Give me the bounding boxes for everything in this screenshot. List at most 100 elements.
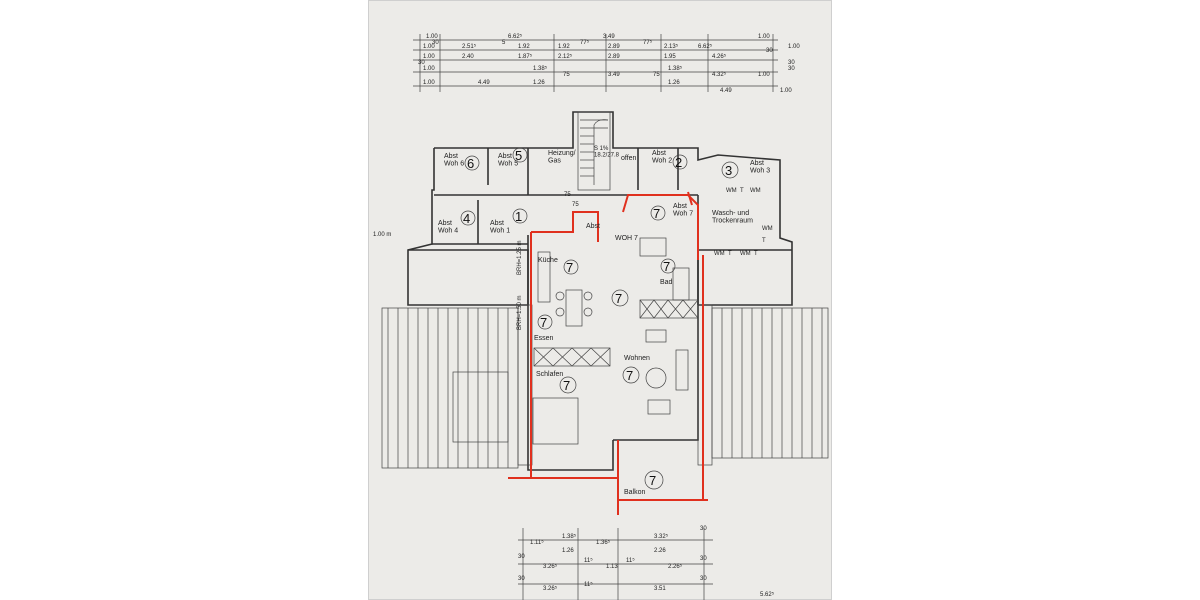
- room-label-balkon: Balkon: [624, 489, 646, 496]
- dim-text: 77⁵: [580, 39, 590, 46]
- unit-marker-essen: 7: [537, 314, 553, 330]
- svg-text:7: 7: [540, 315, 547, 330]
- dim-text: 1.00: [780, 88, 792, 94]
- svg-text:5: 5: [515, 148, 522, 163]
- dim-text: 1.00: [426, 34, 438, 40]
- svg-text:7: 7: [566, 260, 573, 275]
- dim-text: 30: [766, 48, 773, 54]
- svg-text:7: 7: [653, 206, 660, 221]
- dim-text: 1.87⁵: [518, 53, 533, 60]
- unit-marker-woh6: 6: [464, 155, 480, 171]
- svg-text:7: 7: [626, 368, 633, 383]
- small-dim: BRH=1.50 m: [517, 295, 523, 330]
- furniture: [532, 237, 699, 445]
- dim-text: 1.00: [423, 54, 435, 60]
- dim-text: 1.92: [518, 44, 530, 50]
- room-label-heizung: Heizung/Gas: [548, 150, 576, 165]
- dim-text: 1.00: [423, 44, 435, 50]
- dim-text: 75: [653, 72, 660, 78]
- unit-marker-woh5: 5: [512, 147, 528, 163]
- unit-marker-woh2: 2: [672, 154, 688, 170]
- dim-text: 3.26⁵: [543, 585, 558, 592]
- dim-text: 1.00: [423, 66, 435, 72]
- dim-text: 30: [700, 526, 707, 532]
- dim-row-4: 1.00 1.38⁵ 75 3.49 75 1.38⁵ 4.32⁵ 1.00 3…: [423, 65, 795, 78]
- room-label-wohnen: Wohnen: [624, 355, 650, 362]
- dim-text: 75: [563, 72, 570, 78]
- unit-marker-bad: 7: [660, 258, 676, 274]
- unit-marker-schlafen: 7: [559, 376, 577, 394]
- dim-text: 1.38⁵: [562, 533, 577, 540]
- dim-text: 30: [788, 66, 795, 72]
- dim-text: 4.49: [720, 88, 732, 94]
- dim-bottom-row-1: 1.11⁵ 1.38⁵ 1.36⁵ 3.32⁵ 30: [530, 526, 707, 546]
- wm-label: T: [740, 188, 744, 194]
- svg-text:3: 3: [725, 163, 732, 178]
- dim-text: 1.92: [558, 44, 570, 50]
- dim-text: 4.32⁵: [712, 71, 727, 78]
- dim-text: 2.13⁵: [664, 43, 679, 50]
- small-dim: 75: [572, 202, 579, 208]
- unit-marker-abst7: 7: [650, 205, 666, 221]
- dim-text: 11⁵: [584, 581, 593, 588]
- svg-text:7: 7: [615, 291, 622, 306]
- dim-text: 30: [518, 554, 525, 560]
- wm-label: T: [754, 251, 758, 257]
- svg-text:7: 7: [563, 378, 570, 393]
- dim-text: 30: [700, 556, 707, 562]
- dim-text: 4.26⁵: [712, 53, 727, 60]
- dim-text: 2.26⁵: [668, 563, 683, 570]
- wm-label: WM: [726, 188, 737, 194]
- dim-row-1: 1.00 6.62⁵ 3.49 1.00: [426, 33, 770, 40]
- dim-text: 3.49: [603, 34, 615, 40]
- unit-marker-woh3: 3: [721, 161, 739, 179]
- small-dim: 1.00 m: [373, 232, 391, 238]
- dim-text: 2.12⁵: [558, 53, 573, 60]
- dim-text: 1.00: [758, 34, 770, 40]
- dim-text: 1.00: [758, 72, 770, 78]
- dim-bottom-row-2: 1.26 2.26: [562, 548, 666, 554]
- dim-text: 2.89: [608, 44, 620, 50]
- dim-text: 5: [502, 40, 506, 46]
- dim-text: 1.26: [533, 80, 545, 86]
- dimension-lines-bottom: [518, 528, 713, 600]
- dim-text: 4.49: [478, 80, 490, 86]
- terrace-right: [711, 307, 829, 459]
- staircase: [577, 111, 611, 191]
- dim-text: 1.00: [423, 80, 435, 86]
- dim-text: 30: [788, 60, 795, 66]
- dim-text: 77⁵: [643, 39, 653, 46]
- dim-text: 1.00: [788, 44, 800, 50]
- floor-plan: 1.00 6.62⁵ 3.49 1.00 1.00 30 2.51⁵ 5 1.9…: [373, 33, 829, 600]
- svg-text:4: 4: [463, 211, 470, 226]
- dim-bottom-row-3: 30 3.26⁵ 11⁵ 1.13 11⁵ 2.26⁵ 30: [518, 554, 707, 570]
- room-label-bad: Bad: [660, 279, 673, 286]
- room-label-schlafen: Schlafen: [536, 371, 563, 378]
- svg-text:7: 7: [649, 473, 656, 488]
- wm-label: WM: [740, 251, 751, 257]
- dim-row-5: 1.00 4.49 1.26 1.26 4.49 1.00: [423, 80, 792, 94]
- dim-text: 2.26: [654, 548, 666, 554]
- unit-marker-balkon: 7: [644, 470, 664, 490]
- unit-markers: 6 5 2 3 4 1 7 7 7 7 7 7 7 7: [460, 147, 739, 490]
- dim-text: 1.11⁵: [530, 539, 544, 546]
- dim-text: 30: [432, 40, 439, 46]
- dim-text: 5.62⁵: [760, 591, 775, 598]
- wm-label: WM: [714, 251, 725, 257]
- wm-label: WM: [762, 226, 773, 232]
- room-label-woh7: WOH 7: [615, 235, 638, 242]
- svg-text:1: 1: [515, 209, 522, 224]
- wash-room-fixtures: WM T WM WM T WM T WM T: [714, 188, 773, 257]
- dim-text: 3.49: [608, 72, 620, 78]
- dim-text: 6.62⁵: [508, 33, 523, 40]
- dim-text: 30: [700, 576, 707, 582]
- dim-text: 11⁵: [584, 557, 593, 564]
- unit-marker-center: 7: [611, 289, 629, 307]
- dim-row-3: 1.00 30 2.40 1.87⁵ 2.12⁵ 2.89 1.95 4.26⁵…: [418, 53, 795, 66]
- dim-text: 3.26⁵: [543, 563, 558, 570]
- unit-marker-woh1: 1: [512, 208, 528, 224]
